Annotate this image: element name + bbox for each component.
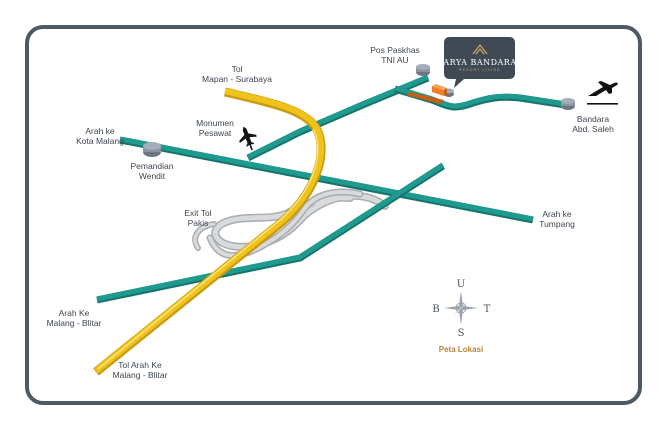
arya-bandara-location-marker xyxy=(406,84,447,104)
svg-text:Arah Ke: Arah Ke xyxy=(59,308,90,318)
compass-star-icon xyxy=(444,291,478,325)
label-pemandian-wendit: Pemandian Wendit xyxy=(130,161,173,181)
compass-east: T xyxy=(484,304,491,315)
svg-text:Malang - Blitar: Malang - Blitar xyxy=(113,370,168,380)
label-tol-arah-blitar: Tol Arah Ke Malang - Blitar xyxy=(113,360,168,380)
pemandian-wendit-marker xyxy=(143,142,161,157)
label-pos-paskhas: Pos Paskhas TNI AU xyxy=(370,45,420,65)
label-tol-mapan-surabaya: Tol Mapan - Surabaya xyxy=(202,64,272,84)
svg-text:Kota Malang: Kota Malang xyxy=(76,136,124,146)
arya-bandara-logo-icon xyxy=(472,44,488,55)
bandara-airplane-icon xyxy=(587,81,618,105)
svg-text:TNI AU: TNI AU xyxy=(381,55,408,65)
svg-text:Malang - Blitar: Malang - Blitar xyxy=(47,318,102,328)
svg-text:Arah ke: Arah ke xyxy=(85,126,115,136)
svg-text:Arah ke: Arah ke xyxy=(542,209,572,219)
road-kota-malang-tumpang xyxy=(119,136,534,224)
label-arah-malang-blitar: Arah Ke Malang - Blitar xyxy=(47,308,102,328)
svg-text:Exit Tol: Exit Tol xyxy=(184,208,211,218)
svg-text:Tumpang: Tumpang xyxy=(539,219,575,229)
compass-west: B xyxy=(432,304,439,315)
label-arah-kota-malang: Arah ke Kota Malang xyxy=(76,126,124,146)
compass-north: U xyxy=(457,279,465,290)
svg-text:Abd. Saleh: Abd. Saleh xyxy=(572,124,614,134)
road-malang-blitar xyxy=(96,162,445,304)
arya-bandara-callout: ARYA BANDARA RESORT LIVING xyxy=(442,37,516,88)
label-exit-tol-pakis: Exit Tol Pakis xyxy=(184,208,211,228)
svg-text:Pakis: Pakis xyxy=(188,218,209,228)
bandara-building-marker xyxy=(561,98,575,110)
pos-paskhas-marker xyxy=(416,64,430,76)
svg-text:Wendit: Wendit xyxy=(139,171,166,181)
svg-text:Pos Paskhas: Pos Paskhas xyxy=(370,45,420,55)
roads xyxy=(96,74,573,304)
map-title: Peta Lokasi xyxy=(439,345,483,354)
svg-text:Pemandian: Pemandian xyxy=(130,161,173,171)
monumen-pesawat-plane-icon xyxy=(239,126,257,151)
label-monumen-pesawat: Monumen Pesawat xyxy=(196,118,234,138)
svg-text:Monumen: Monumen xyxy=(196,118,234,128)
label-arah-tumpang: Arah ke Tumpang xyxy=(539,209,575,229)
brand-tagline: RESORT LIVING xyxy=(459,68,501,72)
compass-rose: U S T B xyxy=(432,279,490,339)
svg-text:Mapan - Surabaya: Mapan - Surabaya xyxy=(202,74,272,84)
compass-south: S xyxy=(458,328,465,339)
toll-road xyxy=(93,87,326,376)
svg-text:Tol: Tol xyxy=(232,64,243,74)
brand-name: ARYA BANDARA xyxy=(442,58,516,67)
svg-text:Pesawat: Pesawat xyxy=(199,128,232,138)
label-bandara: Bandara Abd. Saleh xyxy=(572,114,614,134)
svg-text:Tol Arah Ke: Tol Arah Ke xyxy=(118,360,162,370)
svg-text:Bandara: Bandara xyxy=(577,114,609,124)
